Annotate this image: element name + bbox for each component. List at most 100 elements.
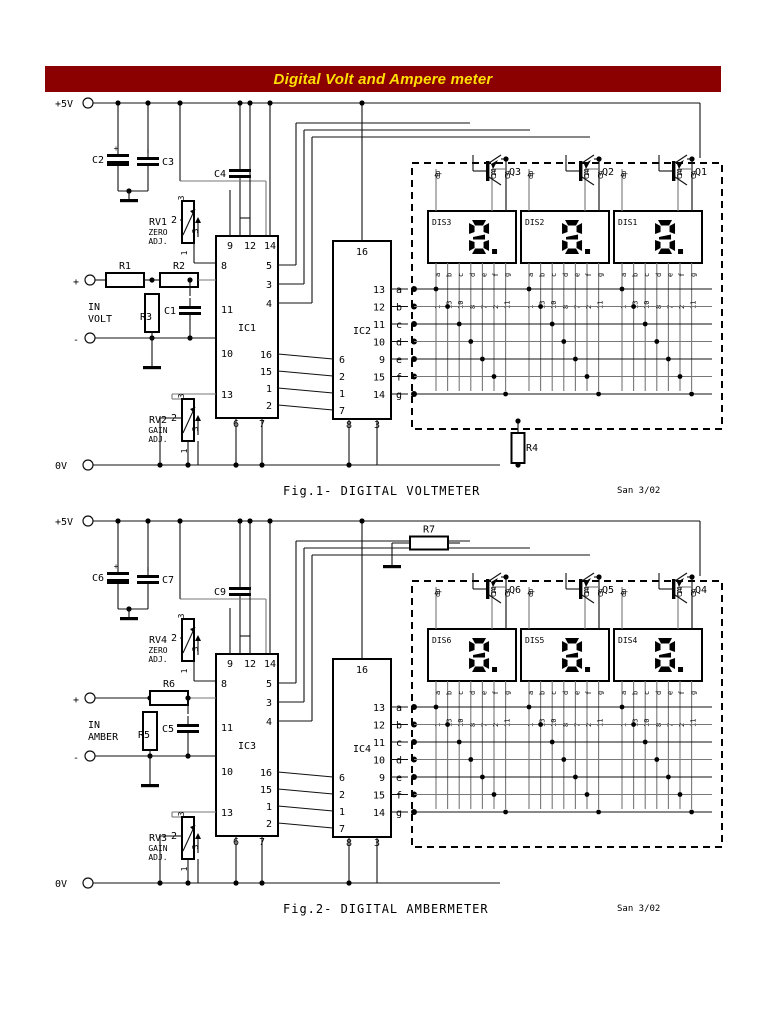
signature-text: San 3/02 xyxy=(617,904,660,914)
svg-text:13: 13 xyxy=(373,703,385,714)
display-DIS6: DIS6 xyxy=(427,628,517,682)
svg-text:11: 11 xyxy=(504,301,512,309)
svg-text:1: 1 xyxy=(180,250,189,255)
svg-text:2: 2 xyxy=(266,819,272,830)
svg-text:13: 13 xyxy=(539,301,547,309)
signature-text: San 3/02 xyxy=(617,486,660,496)
capacitor-C2: +C2 xyxy=(92,144,129,175)
svg-text:C7: C7 xyxy=(162,575,174,586)
svg-text:13: 13 xyxy=(632,301,640,309)
svg-text:C9: C9 xyxy=(214,587,226,598)
ground-symbol xyxy=(120,609,138,621)
capacitor-C4: C4 xyxy=(214,161,251,187)
svg-text:16: 16 xyxy=(356,665,368,676)
svg-text:11: 11 xyxy=(597,301,605,309)
svg-text:3: 3 xyxy=(690,173,698,177)
caption-text: Fig.1- DIGITAL VOLTMETER xyxy=(283,484,480,498)
svg-text:0V: 0V xyxy=(55,879,67,890)
svg-text:13: 13 xyxy=(221,808,233,819)
svg-text:14: 14 xyxy=(264,241,276,252)
transistor-Q4: Q4 xyxy=(658,572,707,604)
svg-text:a: a xyxy=(396,285,402,296)
svg-text:f: f xyxy=(585,273,593,277)
svg-text:12: 12 xyxy=(244,659,256,670)
svg-text:Q3: Q3 xyxy=(509,167,521,178)
transistor-Q2: Q2 xyxy=(565,154,614,186)
ic-IC4: IC4 xyxy=(332,658,392,838)
svg-text:10: 10 xyxy=(373,338,385,349)
resistor-R1: R1 xyxy=(105,261,145,288)
resistor-R5: R5 xyxy=(138,711,158,751)
svg-text:DIS6: DIS6 xyxy=(432,636,451,645)
svg-text:10: 10 xyxy=(643,301,651,309)
svg-text:R3: R3 xyxy=(140,312,152,323)
svg-text:15: 15 xyxy=(373,373,385,384)
svg-text:6: 6 xyxy=(339,355,345,366)
svg-text:DIS2: DIS2 xyxy=(525,218,544,227)
svg-text:RV1: RV1 xyxy=(149,217,167,228)
svg-text:10: 10 xyxy=(457,301,465,309)
svg-text:11: 11 xyxy=(221,723,233,734)
svg-text:IC1: IC1 xyxy=(238,323,256,334)
svg-text:g: g xyxy=(504,691,512,695)
svg-text:c: c xyxy=(643,691,651,695)
svg-text:12: 12 xyxy=(373,303,385,314)
svg-text:e: e xyxy=(396,773,402,784)
svg-text:d: d xyxy=(469,273,477,277)
svg-text:15: 15 xyxy=(260,785,272,796)
svg-text:2: 2 xyxy=(339,790,345,801)
svg-text:1: 1 xyxy=(266,802,272,813)
svg-text:14: 14 xyxy=(490,169,498,177)
svg-text:c: c xyxy=(457,273,465,277)
svg-text:g: g xyxy=(597,273,605,277)
svg-text:a: a xyxy=(527,273,535,277)
svg-text:IN: IN xyxy=(88,720,100,731)
svg-text:f: f xyxy=(678,273,686,277)
svg-text:12: 12 xyxy=(244,241,256,252)
svg-text:6: 6 xyxy=(339,773,345,784)
svg-text:d: d xyxy=(655,273,663,277)
transistor-Q6: Q6 xyxy=(472,572,521,604)
page-title: Digital Volt and Ampere meter xyxy=(273,70,493,88)
svg-text:a: a xyxy=(434,273,442,277)
figure-caption: Fig.2- DIGITAL AMBERMETER San 3/02 xyxy=(283,902,660,916)
resistor-R7: R7 xyxy=(409,525,449,551)
svg-text:GAIN: GAIN xyxy=(148,844,167,853)
svg-text:RV4: RV4 xyxy=(149,635,167,646)
svg-text:3: 3 xyxy=(177,811,186,816)
svg-text:b: b xyxy=(539,691,547,695)
svg-text:3: 3 xyxy=(597,591,605,595)
capacitor-C1: C1 xyxy=(164,298,201,324)
svg-text:10: 10 xyxy=(550,301,558,309)
resistor-R4: R4 xyxy=(510,432,538,464)
svg-text:CA: CA xyxy=(597,588,605,597)
svg-text:d: d xyxy=(396,338,402,349)
svg-text:d: d xyxy=(469,691,477,695)
svg-text:14: 14 xyxy=(676,169,684,177)
resistor-R6: R6 xyxy=(149,679,189,706)
svg-text:e: e xyxy=(573,273,581,277)
page-title-banner: Digital Volt and Ampere meter xyxy=(45,66,721,92)
svg-text:dp: dp xyxy=(434,171,442,179)
svg-text:DIS5: DIS5 xyxy=(525,636,544,645)
capacitor-C6: +C6 xyxy=(92,562,129,593)
svg-text:3: 3 xyxy=(191,646,200,651)
ic-IC2: IC2 xyxy=(332,240,392,420)
svg-text:dp: dp xyxy=(620,589,628,597)
svg-text:13: 13 xyxy=(446,301,454,309)
ground-symbol xyxy=(120,191,138,203)
extra-resistor: R4 xyxy=(510,418,538,468)
svg-text:3: 3 xyxy=(177,613,186,618)
caption-text: Fig.2- DIGITAL AMBERMETER xyxy=(283,902,489,916)
svg-text:C2: C2 xyxy=(92,155,104,166)
